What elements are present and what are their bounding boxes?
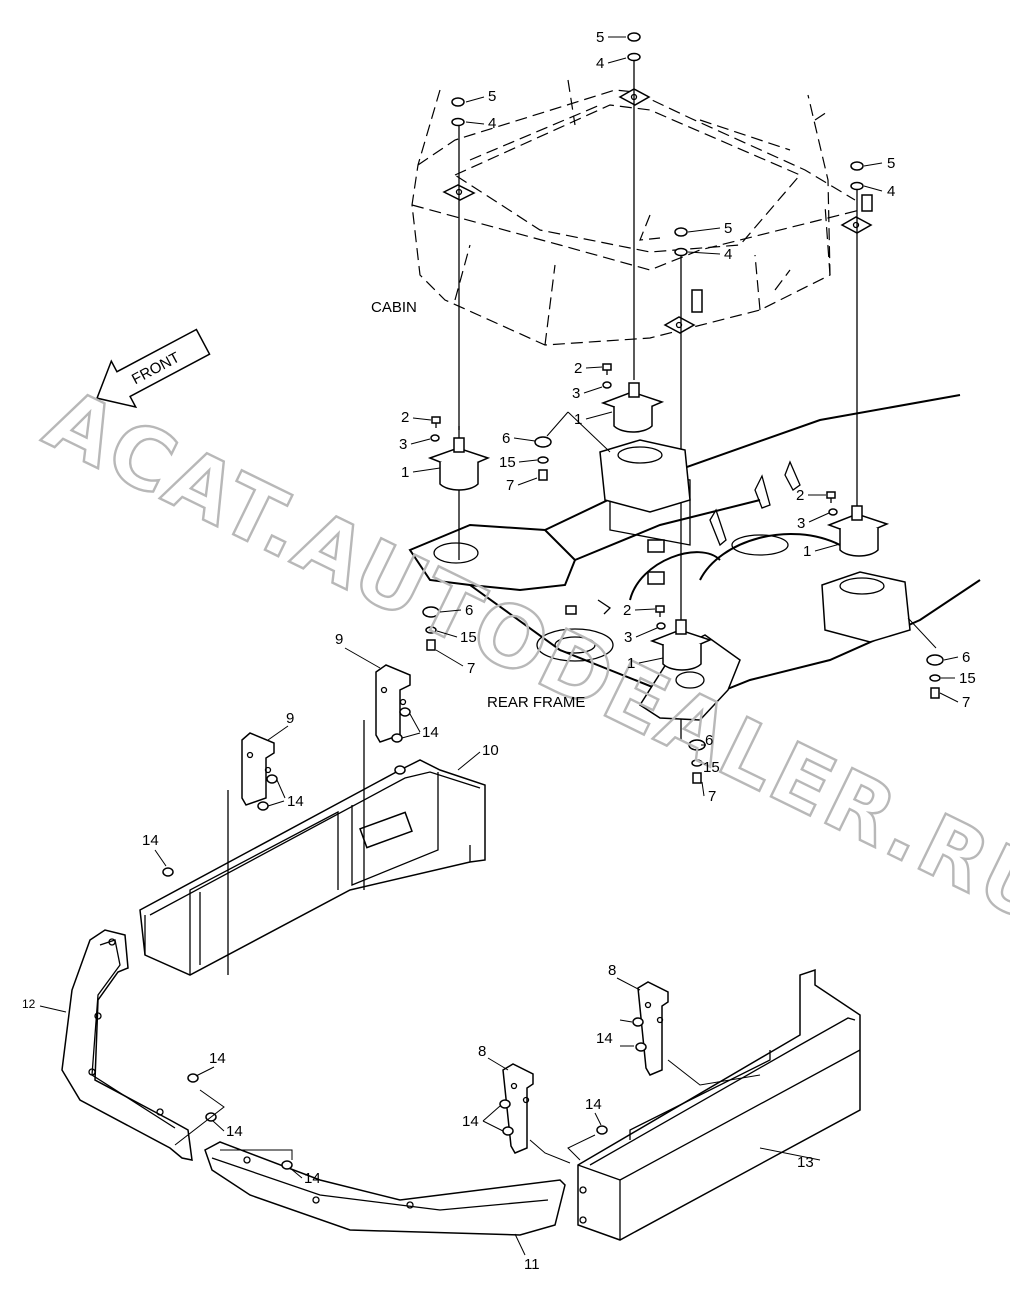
callout-1: 1 [574,411,582,428]
callout-7: 7 [506,477,514,494]
callout-15: 15 [959,670,976,687]
callout-1: 1 [401,464,409,481]
callout-9: 9 [286,710,294,727]
callout-6: 6 [962,649,970,666]
mount-rear [649,619,713,671]
callout-5: 5 [887,155,895,172]
callout-14: 14 [462,1113,479,1130]
mount-left [427,426,491,491]
callout-6: 6 [705,732,713,749]
callout-1: 1 [803,543,811,560]
cabin-mount-pads [442,88,873,334]
cover-11 [204,1141,566,1256]
rear-frame [408,394,981,721]
callout-7: 7 [708,788,716,805]
cabin-label: CABIN [371,299,417,316]
callout-14: 14 [585,1096,602,1113]
callout-8: 8 [608,962,616,979]
callout-5: 5 [724,220,732,237]
callout-13: 13 [797,1154,814,1171]
rear-frame-label: REAR FRAME [487,694,585,711]
bracket-9-upper [375,664,411,743]
stopper-hardware [422,411,944,784]
callout-1: 1 [627,655,635,672]
bracket-8-upper [632,981,669,1076]
lower-bolts [187,1073,608,1170]
callout-6: 6 [502,430,510,447]
callout-3: 3 [624,629,632,646]
callout-14: 14 [304,1170,321,1187]
callout-7: 7 [467,660,475,677]
callout-9: 9 [335,631,343,648]
mount-bolts [430,363,838,630]
watermark: ACAT.AUTODEALER.RU [30,369,1010,946]
callout-2: 2 [574,360,582,377]
callout-3: 3 [572,385,580,402]
callout-4: 4 [887,183,895,200]
callout-2: 2 [796,487,804,504]
callout-4: 4 [596,55,604,72]
callout-14: 14 [287,793,304,810]
mount-right [826,505,890,557]
callout-14: 14 [422,724,439,741]
callout-5: 5 [488,88,496,105]
assembly-lines [458,60,858,740]
side-cover-10 [139,720,486,976]
cabin-nuts-washers [451,32,864,257]
cover-12 [39,929,193,1161]
callout-14: 14 [142,832,159,849]
cabin-outline [411,79,861,346]
callout-7: 7 [962,694,970,711]
callout-15: 15 [499,454,516,471]
callout-14: 14 [209,1050,226,1067]
callout-5: 5 [596,29,604,46]
callout-4: 4 [488,115,496,132]
callout-2: 2 [401,409,409,426]
callout-3: 3 [399,436,407,453]
leader-lines [174,1019,761,1164]
callout-3: 3 [797,515,805,532]
callout-6: 6 [465,602,473,619]
callout-12: 12 [22,997,36,1011]
callout-15: 15 [703,759,720,776]
mount-center [600,382,665,433]
bracket-9-lower [241,732,278,811]
callout-4: 4 [724,246,732,263]
callout-10: 10 [482,742,499,759]
bracket-8-lower [499,1063,534,1154]
cover-13 [577,968,861,1241]
callout-8: 8 [478,1043,486,1060]
callout-2: 2 [623,602,631,619]
watermark-text: ACAT.AUTODEALER.RU [31,370,1010,944]
callout-15: 15 [460,629,477,646]
callout-11: 11 [524,1256,540,1273]
callout-14: 14 [226,1123,243,1140]
callouts: 5 4 5 4 5 4 5 4 2 3 1 2 3 1 6 15 [22,29,976,1273]
callout-14: 14 [596,1030,613,1047]
